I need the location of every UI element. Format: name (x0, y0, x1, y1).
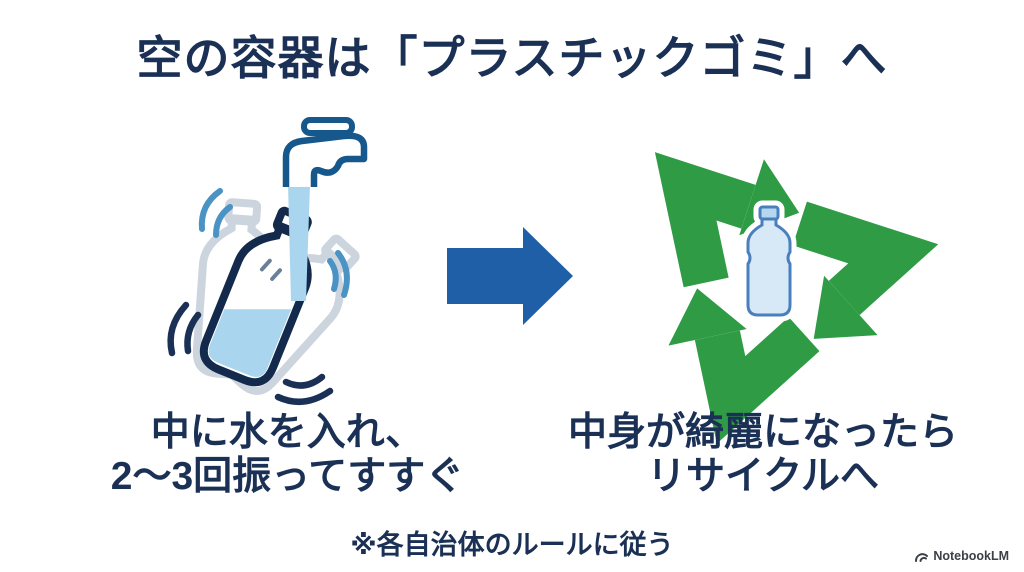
rinse-illustration (167, 117, 460, 406)
right-arrow-icon (447, 227, 573, 325)
recycle-caption: 中身が綺麗になったら リサイクルへ (542, 411, 984, 500)
rinse-caption-line1: 中に水を入れ、 (150, 411, 425, 454)
shake-motion-arcs (167, 188, 350, 406)
rinse-caption: 中に水を入れ、 2〜3回振ってすすぐ (85, 411, 490, 500)
recycle-illustration (610, 100, 940, 445)
notebooklm-logo-icon (915, 552, 929, 562)
droplet-marks (259, 258, 282, 281)
center-bottle-icon (741, 200, 797, 322)
recycle-caption-line1: 中身が綺麗になったら (567, 411, 958, 454)
faucet-icon (282, 117, 368, 187)
recycle-caption-line2: リサイクルへ (646, 455, 880, 499)
water-stream (288, 184, 310, 301)
page-title: 空の容器は「プラスチックゴミ」へ (136, 32, 888, 84)
notebooklm-watermark: NotebookLM (914, 549, 1009, 563)
footnote: ※各自治体のルールに従う (350, 530, 674, 560)
plastic-bottle-icon (198, 202, 329, 388)
watermark-label: NotebookLM (933, 549, 1009, 563)
water-fill (208, 309, 292, 377)
rinse-caption-line2: 2〜3回振ってすすぐ (110, 455, 465, 499)
